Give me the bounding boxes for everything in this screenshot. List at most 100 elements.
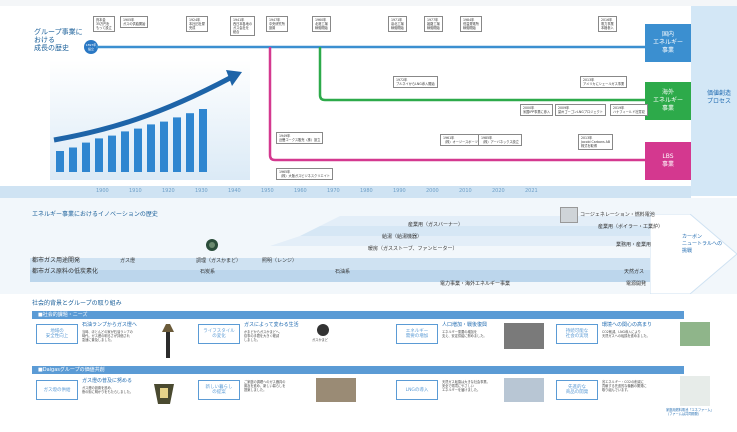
need-body-1: 当時、ほとんどの家が石油ランプの 時代。ガス燈の明るさが評価され 急速に普及しま… bbox=[82, 330, 133, 342]
innovation-bands bbox=[30, 216, 690, 282]
kitchen-photo bbox=[316, 378, 356, 402]
growth-arrow bbox=[53, 75, 232, 143]
domestic-segment-box: 国内 エネルギー 事業 bbox=[645, 24, 691, 62]
growth-bar-4 bbox=[95, 138, 103, 172]
value-body-4: 省エネルギー・CO2の削減に 貢献する先進的な機器の開発に 取り組んでいます。 bbox=[602, 380, 647, 392]
innovation-space-heating: 暖房（ガスストーブ、ファンヒーター） bbox=[368, 246, 458, 252]
value-body-3: 天然ガス転換は大きな社会事業。 安全で環境にやさしい エネルギーを届けました。 bbox=[442, 380, 490, 392]
growth-bar-1 bbox=[56, 151, 64, 172]
timeline-year-1960: 1960 bbox=[294, 188, 307, 194]
growth-illustration bbox=[50, 60, 250, 180]
value-tag-4: 先進的な 商品の開発 bbox=[556, 380, 598, 400]
gas-stove-icon bbox=[205, 237, 219, 251]
gas-kamado-icon bbox=[316, 322, 330, 336]
lbs-line bbox=[268, 47, 645, 162]
value-creation-column bbox=[691, 6, 737, 196]
lng-ship-photo bbox=[504, 378, 544, 402]
overseas-event-1: 1972年 ブルネイからLNG導入開始 bbox=[393, 76, 438, 88]
growth-bar-9 bbox=[160, 121, 168, 172]
domestic-event-10: 2016年 電力事業 本格参入 bbox=[598, 16, 617, 32]
timeline-year-1920: 1920 bbox=[162, 188, 175, 194]
top-strip bbox=[0, 0, 737, 6]
innovation-title: エネルギー事業におけるイノベーションの歴史 bbox=[32, 211, 158, 218]
forest-photo bbox=[680, 322, 710, 346]
growth-arrow-head bbox=[226, 70, 242, 86]
segment-lines bbox=[96, 45, 645, 162]
gas-lamp-photo bbox=[150, 378, 178, 406]
lbs-segment-box: LBS 事業 bbox=[645, 142, 691, 180]
growth-bar-5 bbox=[108, 135, 116, 172]
founding-badge: 1897年 設立 bbox=[84, 40, 98, 54]
innovation-gaslamp-label: ガス燈 bbox=[120, 258, 136, 264]
overseas-segment-box: 海外 エネルギー 事業 bbox=[645, 82, 691, 120]
gas-kamado-caption: ガスかまど bbox=[312, 338, 328, 342]
growth-bar-12 bbox=[199, 109, 207, 172]
innovation-water-heating: 給湯（給湯機器） bbox=[382, 234, 423, 240]
innovation-industrial-boiler: 産業用（ボイラー・工業炉） bbox=[598, 224, 664, 230]
timeline-year-1940: 1940 bbox=[228, 188, 241, 194]
overseas-event-4: 2013年 アメリカにシェールガス事業 bbox=[580, 76, 628, 88]
lbs-event-1: 1949年 近畿コークス販売（株）設立 bbox=[276, 132, 324, 144]
innovation-power-dev: 電源開発 bbox=[626, 281, 647, 287]
innovation-coal-label: 石炭系 bbox=[200, 269, 216, 275]
value-creation-label: 価値創造 プロセス bbox=[706, 90, 731, 105]
page-title: グループ事業に おける 成長の歴史 bbox=[34, 28, 83, 52]
innovation-row-1-left: 都市ガス用途開発 bbox=[32, 257, 81, 264]
overseas-event-5: 2019年 ハナフィールド社買収 bbox=[610, 104, 648, 116]
need-tag-4: 持続可能な 社会の実現 bbox=[556, 324, 598, 344]
need-tag-1: 地域の 安全性向上 bbox=[36, 324, 78, 344]
growth-bar-11 bbox=[186, 113, 194, 172]
domestic-event-3: 1924年 本社旧社屋 完成 bbox=[186, 16, 208, 32]
innovation-commercial: 業務用・産業用 bbox=[616, 242, 652, 248]
value-head-1: ガス燈の普及に努める bbox=[82, 378, 133, 384]
value-header: ■Daigasグループの価値共創 bbox=[32, 366, 684, 374]
innovation-natural-gas: 天然ガス bbox=[624, 269, 645, 275]
timeline-year-1910: 1910 bbox=[129, 188, 142, 194]
need-body-3: エネルギー需要の増加を 支え、安定供給に努めました。 bbox=[442, 330, 487, 338]
domestic-event-8: 1977年 姫路工場 稼働開始 bbox=[424, 16, 443, 32]
innovation-row-2-left: 都市ガス原料の低炭素化 bbox=[32, 268, 99, 275]
timeline-year-1970: 1970 bbox=[327, 188, 340, 194]
domestic-event-7: 1971年 泉北工場 稼働開始 bbox=[388, 16, 407, 32]
value-tag-3: LNGの導入 bbox=[396, 380, 438, 400]
value-tag-1: ガス燈の供給 bbox=[36, 380, 78, 400]
lbs-event-5: 2013年 Jacobi Carbons AB 株式を取得 bbox=[578, 134, 614, 150]
growth-bar-3 bbox=[82, 142, 90, 172]
need-head-1: 石油ランプからガス燈へ bbox=[82, 322, 137, 328]
domestic-event-4: 1941年 西日本各地の ガス会社を 統合 bbox=[230, 16, 256, 36]
innovation-oil-label: 石油系 bbox=[335, 269, 351, 275]
overseas-event-2: 2000年 米国IPP事業に参入 bbox=[520, 104, 554, 116]
enefarm-photo bbox=[680, 376, 710, 406]
timeline-year-1900: 1900 bbox=[96, 188, 109, 194]
value-body-1: ガス燈の設置を進め、 夜の街に明かりをもたらしました。 bbox=[82, 386, 133, 394]
domestic-event-9: 1984年 低温発電所 稼働開始 bbox=[460, 16, 482, 32]
innovation-cogeneration: コージェネレーション・燃料電池 bbox=[580, 212, 655, 218]
timeline-year-2020: 2020 bbox=[492, 188, 505, 194]
growth-bar-7 bbox=[134, 128, 142, 172]
domestic-event-2: 1905年 ガスの供給開始 bbox=[120, 16, 149, 28]
innovation-cook-label: 調理（ガスかまど） bbox=[196, 258, 242, 264]
domestic-event-6: 1960年 北港工場 稼働開始 bbox=[312, 16, 331, 32]
overseas-event-3: 2009年 豪州ゴーゴンLNGプロジェクト bbox=[555, 104, 606, 116]
lbs-event-3: 1965年 （株）大阪ガスビジネスクリエイト bbox=[276, 168, 333, 180]
fuel-cell-icon bbox=[560, 207, 578, 223]
needs-header: ■社会的課題・ニーズ bbox=[32, 311, 684, 319]
growth-bar-10 bbox=[173, 117, 181, 172]
need-head-3: 人口増加・戦後復興 bbox=[442, 322, 488, 328]
need-head-2: ガスによって変わる生活 bbox=[244, 322, 299, 328]
value-tag-2: 新しい暮らし の提案 bbox=[198, 380, 240, 400]
growth-bar-6 bbox=[121, 131, 129, 172]
timeline-year-1930: 1930 bbox=[195, 188, 208, 194]
timeline-year-1990: 1990 bbox=[393, 188, 406, 194]
growth-chart bbox=[53, 70, 242, 172]
timeline-year-2010: 2010 bbox=[459, 188, 472, 194]
social-title: 社会的背景とグループの取り組み bbox=[32, 300, 122, 307]
growth-bar-8 bbox=[147, 124, 155, 172]
need-tag-3: エネルギー 需要の増加 bbox=[396, 324, 438, 344]
overseas-line bbox=[318, 47, 645, 102]
gas-lamp-icon bbox=[160, 322, 176, 358]
timeline-year-1950: 1950 bbox=[261, 188, 274, 194]
timeline-year-2021: 2021 bbox=[525, 188, 538, 194]
innovation-range-label: 照明（レンジ） bbox=[262, 258, 298, 264]
